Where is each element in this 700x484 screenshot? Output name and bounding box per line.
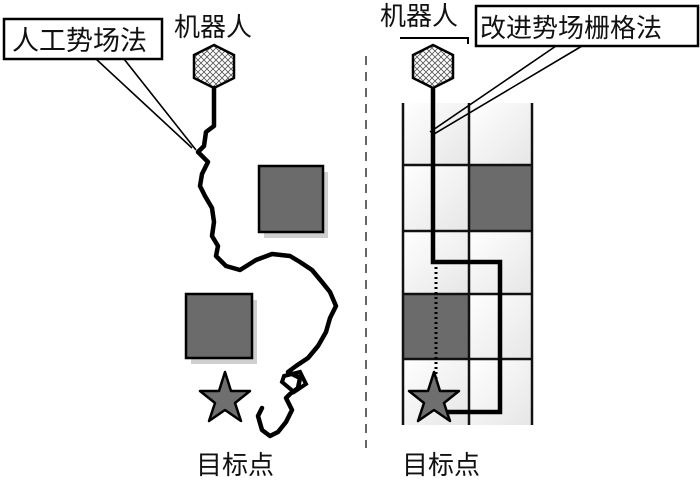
right-robot-hexagon-icon <box>411 43 455 90</box>
left-panel: 人工势场法 机器人 目标点 <box>2 13 339 481</box>
left-apf-path-loop <box>279 369 309 395</box>
left-callout-box <box>2 17 164 61</box>
right-goal-star-icon <box>407 370 461 423</box>
left-callout-label: 人工势场法 <box>12 26 147 57</box>
left-apf-path <box>195 85 339 439</box>
right-robot-label: 机器人 <box>380 2 458 32</box>
left-robot-hexagon-icon <box>192 43 236 90</box>
right-callout-box <box>474 4 700 48</box>
right-panel: 机器人 改进势场栅格法 目标点 <box>380 2 700 481</box>
right-callout-pointer <box>429 45 583 135</box>
left-callout-pointer <box>95 58 197 151</box>
left-obstacle-2 <box>184 292 254 360</box>
right-goal-label: 目标点 <box>402 451 480 481</box>
right-obstacle-1 <box>469 165 532 231</box>
left-robot-label: 机器人 <box>174 13 252 43</box>
grid-top-bracket <box>400 37 469 44</box>
right-callout-label: 改进势场栅格法 <box>480 14 662 44</box>
right-grid-path <box>430 88 503 415</box>
left-obstacle-1 <box>257 164 325 234</box>
left-goal-label: 目标点 <box>196 451 274 481</box>
left-goal-star-icon <box>198 370 252 423</box>
